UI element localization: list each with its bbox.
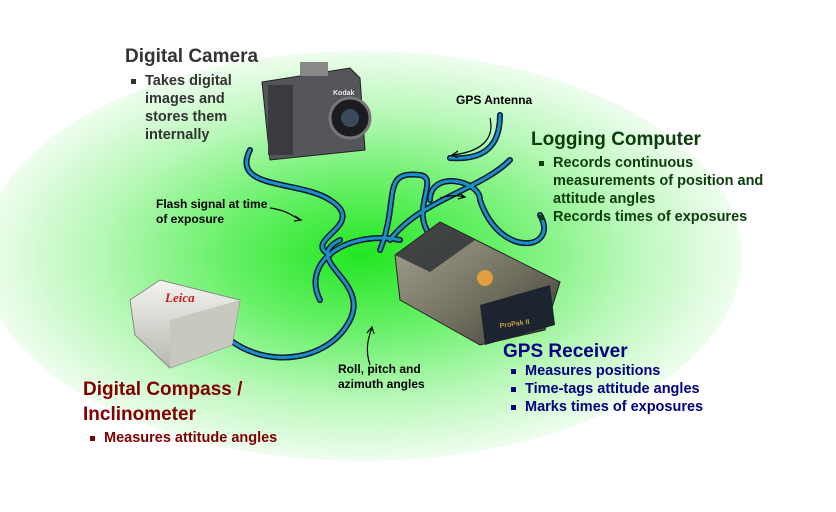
camera-brand-label: Kodak bbox=[333, 90, 355, 97]
gps-receiver-title: GPS Receiver bbox=[503, 341, 628, 362]
camera-bullets: Takes digital images and stores them int… bbox=[131, 72, 246, 144]
gps-bullet: Measures positions bbox=[511, 362, 703, 380]
camera-title: Digital Camera bbox=[125, 46, 259, 67]
logging-bullets: Records continuous measurements of posit… bbox=[539, 154, 779, 226]
logging-bullet: Records times of exposures bbox=[539, 208, 779, 226]
pointer-arrows bbox=[269, 117, 492, 366]
compass-image: Leica bbox=[129, 279, 241, 369]
compass-brand-logo: Leica bbox=[164, 290, 195, 305]
camera-bullet: Takes digital images and stores them int… bbox=[131, 72, 246, 144]
logging-bullet: Records continuous measurements of posit… bbox=[539, 154, 779, 208]
camera-image: Kodak bbox=[261, 62, 372, 161]
logging-computer-title: Logging Computer bbox=[531, 129, 701, 150]
gps-receiver-image: ProPak II bbox=[394, 221, 561, 346]
compass-title: Digital Compass / Inclinometer bbox=[83, 379, 243, 425]
gps-bullets: Measures positions Time-tags attitude an… bbox=[511, 362, 703, 416]
cables bbox=[227, 112, 547, 361]
gps-bullet: Marks times of exposures bbox=[511, 398, 703, 416]
gps-bullet: Time-tags attitude angles bbox=[511, 380, 703, 398]
gps-brand-label: ProPak II bbox=[499, 319, 530, 330]
gps-antenna-label: GPS Antenna bbox=[456, 93, 533, 107]
roll-pitch-azimuth-label: Roll, pitch and azimuth angles bbox=[338, 362, 425, 391]
compass-bullets: Measures attitude angles bbox=[90, 429, 277, 447]
flash-signal-label: Flash signal at time of exposure bbox=[156, 197, 268, 226]
compass-bullet: Measures attitude angles bbox=[90, 429, 277, 447]
